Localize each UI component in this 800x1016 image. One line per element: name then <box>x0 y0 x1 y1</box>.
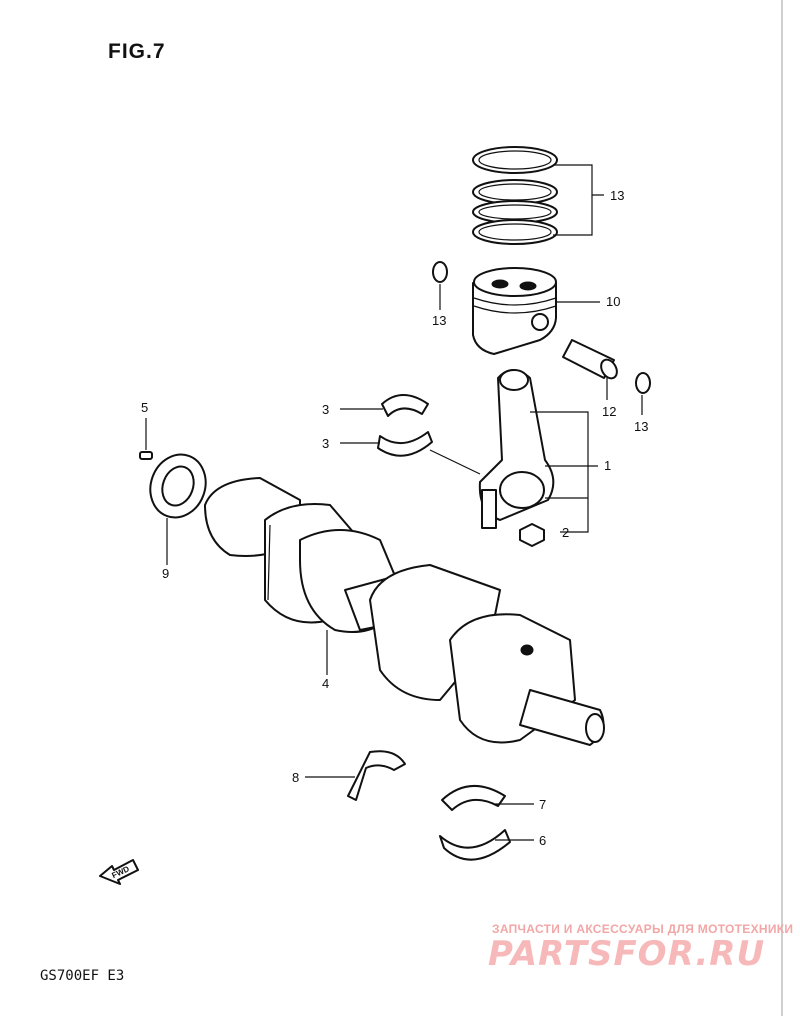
part-label-4: 4 <box>322 676 329 691</box>
thrust-bearing <box>347 750 406 801</box>
crankshaft <box>204 477 605 746</box>
piston <box>472 267 557 355</box>
leader-lines <box>145 164 643 841</box>
fwd-direction-marker: FWD <box>99 859 139 885</box>
watermark-tagline: ЗАПЧАСТИ И АКСЕССУАРЫ ДЛЯ МОТОТЕХНИКИ <box>492 922 794 936</box>
figure-title: FIG.7 <box>108 40 166 63</box>
conrod-nut <box>519 523 545 547</box>
part-label-13-left: 13 <box>432 313 446 328</box>
dowel-pin <box>139 451 153 460</box>
connecting-rod <box>478 369 555 529</box>
part-label-7: 7 <box>539 797 546 812</box>
part-label-13-right: 13 <box>634 419 648 434</box>
part-label-10: 10 <box>606 294 620 309</box>
piston-rings <box>472 146 558 245</box>
conrod-bearing-lower <box>377 431 433 457</box>
page-edge-line <box>781 0 783 1016</box>
piston-pin <box>562 339 618 380</box>
circlip-right <box>635 372 651 394</box>
watermark-logo: PARTSFOR.RU <box>488 934 766 974</box>
part-label-3-upper: 3 <box>322 402 329 417</box>
oil-seal <box>149 453 207 519</box>
part-label-5: 5 <box>141 400 148 415</box>
model-code: GS700EF E3 <box>40 968 125 984</box>
part-label-2: 2 <box>562 525 569 540</box>
part-label-12: 12 <box>602 404 616 419</box>
part-label-8: 8 <box>292 770 299 785</box>
part-label-1: 1 <box>604 458 611 473</box>
conrod-bearing-upper <box>381 394 429 417</box>
part-label-9: 9 <box>162 566 169 581</box>
part-label-11: 13 <box>610 188 624 203</box>
circlip-left <box>432 261 448 283</box>
crank-bearing-upper <box>441 784 506 811</box>
part-label-3-lower: 3 <box>322 436 329 451</box>
part-label-6: 6 <box>539 833 546 848</box>
crank-bearing-lower <box>439 829 511 861</box>
